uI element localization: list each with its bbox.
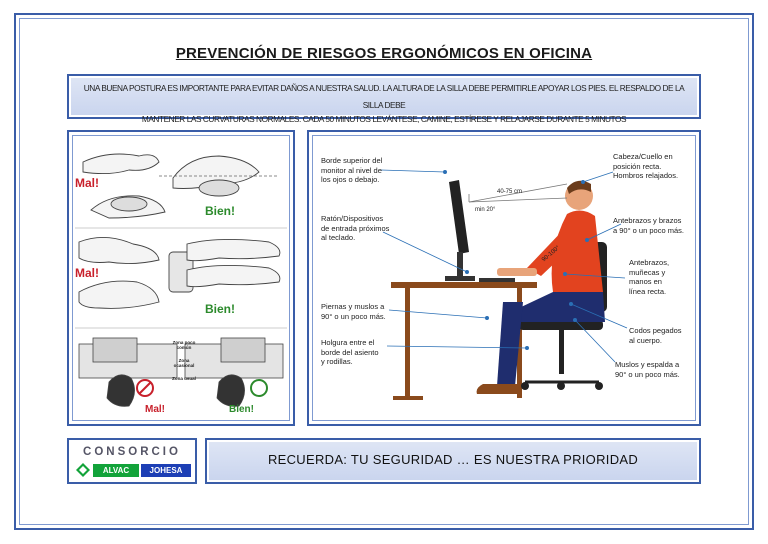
good-label-3: Bien! [229, 404, 254, 415]
good-label-1: Bien! [205, 204, 235, 218]
logo-johesa: JOHESA [141, 464, 191, 477]
intro-band: UNA BUENA POSTURA ES IMPORTANTE PARA EVI… [67, 74, 701, 124]
bad-label-1: Mal! [75, 176, 99, 190]
page-title: PREVENCIÓN DE RIESGOS ERGONÓMICOS EN OFI… [175, 45, 593, 62]
company-logo: CONSORCIO ALVAC JOHESA [67, 438, 197, 484]
zone-rare-label: Zona poco común [172, 340, 196, 350]
workstation-illustration [380, 169, 628, 400]
hand-posture-illustration [75, 153, 287, 407]
label-distance: 40-75 cm [497, 189, 523, 195]
intro-line-1: UNA BUENA POSTURA ES IMPORTANTE PARA EVI… [83, 83, 685, 110]
intro-line-2: MANTENER LAS CURVATURAS NORMALES. CADA 5… [141, 114, 627, 124]
zone-usual-label: Zona usual [172, 376, 196, 381]
hand-posture-panel: Mal! Bien! Mal! Bien! Zona poco común Zo… [67, 130, 295, 426]
label-angle-min: min 20° [475, 207, 496, 213]
page-frame [14, 13, 754, 530]
logo-consorcio-text: CONSORCIO [83, 446, 181, 458]
bad-label-3: Mal! [145, 404, 165, 415]
zone-occasional-label: Zona ocasional [173, 358, 195, 368]
good-label-2: Bien! [205, 302, 235, 316]
footer-banner: RECUERDA: TU SEGURIDAD … ES NUESTRA PRIO… [205, 438, 701, 484]
logo-mark-icon [76, 463, 90, 477]
bad-label-2: Mal! [75, 266, 99, 280]
logo-alvac: ALVAC [93, 464, 139, 477]
